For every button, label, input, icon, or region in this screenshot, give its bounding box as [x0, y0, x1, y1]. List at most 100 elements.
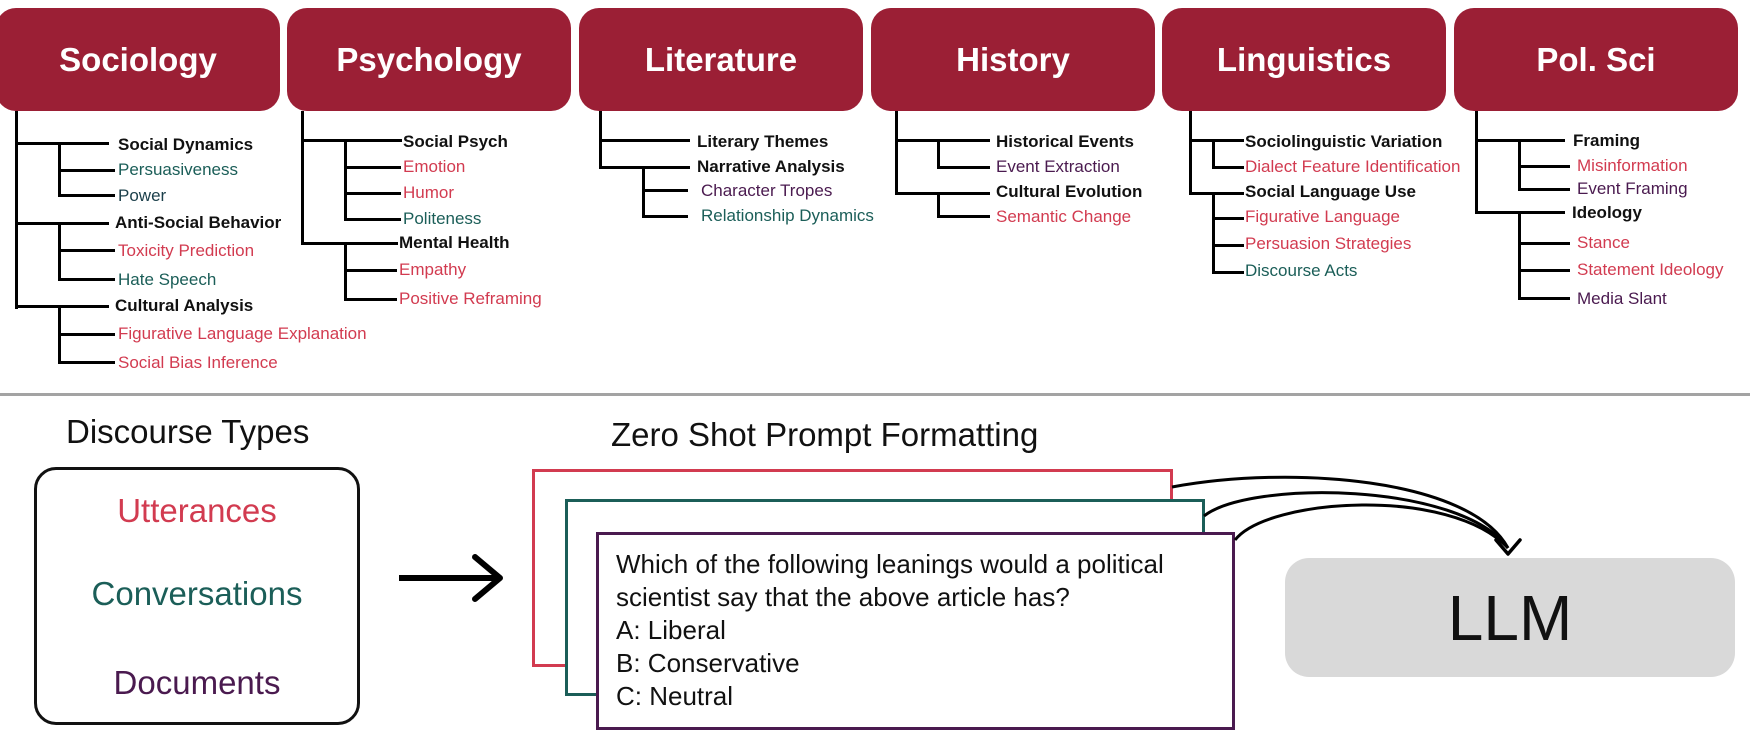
- task-discourse-acts: Discourse Acts: [1245, 261, 1358, 280]
- task-dialect-feature-identification: Dialect Feature Identification: [1245, 157, 1461, 176]
- task-figurative-language-explanation: Figurative Language Explanation: [118, 324, 367, 343]
- tree-line: [1518, 165, 1570, 168]
- header-literature: Literature: [579, 8, 863, 111]
- tree-line: [1212, 271, 1244, 274]
- task-figurative-language: Figurative Language: [1245, 207, 1401, 226]
- tree-line: [599, 139, 690, 142]
- tree-line: [1212, 166, 1244, 169]
- header-history: History: [871, 8, 1155, 111]
- tree-line: [1189, 111, 1192, 195]
- tree-line: [642, 215, 688, 218]
- tree-line: [1212, 139, 1215, 169]
- tree-line: [58, 278, 115, 281]
- category-anti-social-behavior: Anti-Social Behavior: [115, 213, 282, 232]
- category-historical-events: Historical Events: [996, 132, 1134, 151]
- category-cultural-evolution: Cultural Evolution: [996, 182, 1143, 201]
- right-arrow-icon: [399, 554, 503, 602]
- tree-line: [1212, 244, 1244, 247]
- category-narrative-analysis: Narrative Analysis: [697, 157, 845, 176]
- task-persuasiveness: Persuasiveness: [118, 160, 239, 179]
- tree-line: [1518, 269, 1570, 272]
- tree-line: [642, 166, 645, 218]
- task-character-tropes: Character Tropes: [701, 181, 833, 200]
- tree-line: [1475, 111, 1478, 214]
- tree-line: [15, 111, 18, 309]
- tree-line: [58, 169, 115, 172]
- task-event-extraction: Event Extraction: [996, 157, 1120, 176]
- discourse-utterances: Utterances: [117, 492, 277, 529]
- connector-red: [1171, 475, 1510, 549]
- category-ideology: Ideology: [1572, 203, 1642, 222]
- connector-teal: [1203, 491, 1510, 549]
- tree-line: [301, 242, 398, 245]
- task-positive-reframing: Positive Reframing: [399, 289, 542, 308]
- discourse-types-heading: Discourse Types: [66, 413, 310, 450]
- tree-line: [15, 305, 109, 308]
- llm-box: LLM: [1285, 558, 1735, 677]
- category-social-dynamics: Social Dynamics: [118, 135, 254, 154]
- category-social-psych: Social Psych: [403, 132, 508, 151]
- task-humor: Humor: [403, 183, 455, 202]
- tree-line: [937, 139, 940, 169]
- tree-line: [344, 298, 397, 301]
- tree-line: [937, 215, 990, 218]
- tree-line: [1518, 188, 1570, 191]
- task-emotion: Emotion: [403, 157, 466, 176]
- header-linguistics: Linguistics: [1162, 8, 1446, 111]
- category-framing: Framing: [1573, 131, 1641, 150]
- task-stance: Stance: [1577, 233, 1630, 252]
- tree-line: [1189, 192, 1244, 195]
- task-social-bias-inference: Social Bias Inference: [118, 353, 278, 372]
- tree-line: [1518, 297, 1570, 300]
- category-sociolinguistic-variation: Sociolinguistic Variation: [1245, 132, 1443, 151]
- discourse-types-box: Utterances Conversations Documents: [34, 467, 360, 725]
- tree-line: [895, 192, 990, 195]
- category-cultural-analysis: Cultural Analysis: [115, 296, 254, 315]
- tree-line: [937, 192, 940, 218]
- tree-line: [1189, 139, 1244, 142]
- tree-line: [58, 249, 115, 252]
- task-semantic-change: Semantic Change: [996, 207, 1132, 226]
- prompt-option-a: A: Liberal: [616, 615, 726, 645]
- category-social-language-use: Social Language Use: [1245, 182, 1416, 201]
- task-relationship-dynamics: Relationship Dynamics: [701, 206, 874, 225]
- task-misinformation: Misinformation: [1577, 156, 1688, 175]
- connector-purple: [1233, 503, 1510, 550]
- tree-line: [301, 139, 402, 142]
- category-literary-themes: Literary Themes: [697, 132, 829, 151]
- section-divider: [0, 393, 1750, 396]
- task-persuasion-strategies: Persuasion Strategies: [1245, 234, 1412, 253]
- task-power: Power: [118, 186, 167, 205]
- task-hate-speech: Hate Speech: [118, 270, 217, 289]
- tree-line: [58, 333, 115, 336]
- prompt-option-c: C: Neutral: [616, 681, 734, 711]
- task-toxicity-prediction: Toxicity Prediction: [118, 241, 255, 260]
- prompt-question-line-1: Which of the following leanings would a …: [616, 549, 1164, 579]
- discourse-conversations: Conversations: [91, 575, 303, 612]
- task-event-framing: Event Framing: [1577, 179, 1688, 198]
- tree-line: [895, 111, 898, 195]
- prompt-question-line-2: scientist say that the above article has…: [616, 582, 1070, 612]
- tree-line: [344, 269, 397, 272]
- tree-line: [344, 166, 401, 169]
- tree-line: [344, 218, 401, 221]
- chevron-down-icon: [1494, 538, 1522, 556]
- tree-line: [937, 166, 990, 169]
- header-sociology: Sociology: [0, 8, 280, 111]
- task-media-slant: Media Slant: [1577, 289, 1667, 308]
- task-politeness: Politeness: [403, 209, 482, 228]
- tree-line: [301, 111, 304, 245]
- header-polsci: Pol. Sci: [1454, 8, 1738, 111]
- prompt-formatting-heading: Zero Shot Prompt Formatting: [611, 416, 1039, 453]
- tree-line: [1212, 192, 1215, 274]
- task-empathy: Empathy: [399, 260, 467, 279]
- discourse-documents: Documents: [113, 664, 281, 701]
- tree-line: [15, 222, 109, 225]
- tree-line: [1518, 242, 1570, 245]
- header-psychology: Psychology: [287, 8, 571, 111]
- prompt-option-b: B: Conservative: [616, 648, 800, 678]
- tree-line: [895, 139, 990, 142]
- prompt-card-purple: [596, 532, 1235, 730]
- tree-line: [344, 139, 347, 221]
- tree-line: [1518, 211, 1521, 300]
